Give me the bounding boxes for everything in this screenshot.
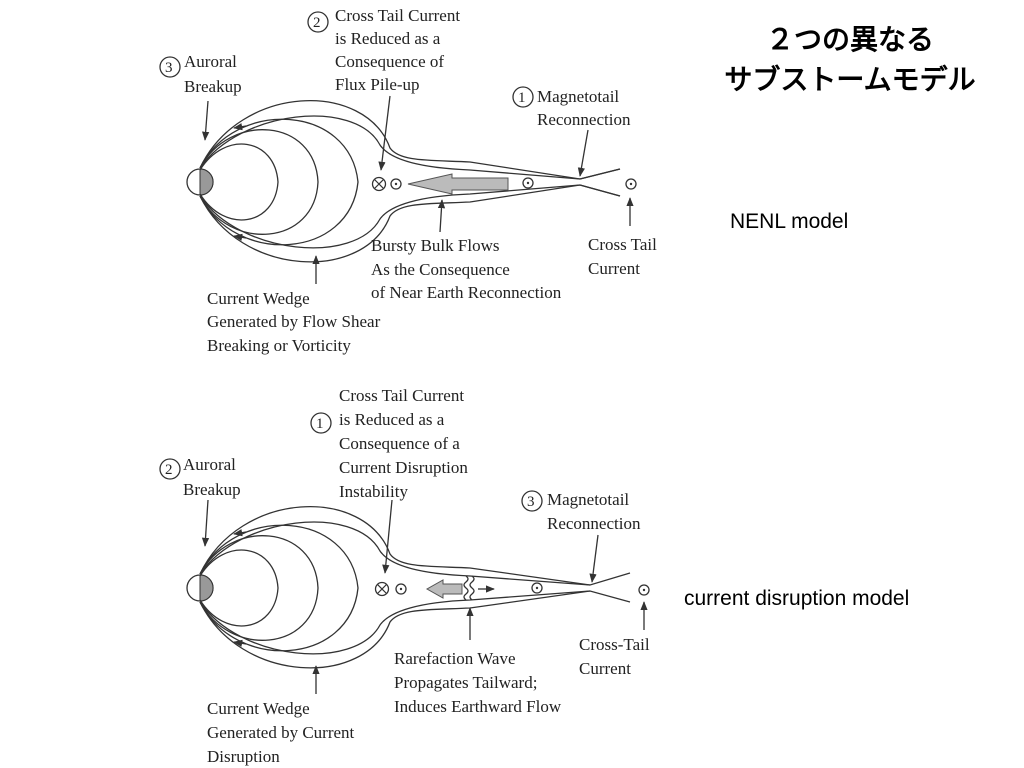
step-1-badge — [310, 412, 332, 434]
slide-title: ２つの異なる サブストームモデル — [700, 20, 1000, 100]
current-out-of-page-icon — [390, 177, 637, 190]
cross-tail-current-label: Cross Tail Current — [588, 235, 661, 278]
cross-tail-reduced-pointer — [378, 95, 391, 171]
step-2-number: 2 — [165, 462, 173, 478]
step-3-number: 3 — [165, 60, 173, 76]
cross-tail-reduced-label: Cross Tail Current is Reduced as a Conse… — [339, 386, 472, 501]
title-line-1: ２つの異なる — [765, 23, 934, 56]
step-2-badge — [307, 11, 329, 33]
field-lines — [199, 100, 621, 263]
current-disruption-model-label: current disruption model — [684, 587, 910, 610]
field-line-arrow-icon — [233, 639, 247, 647]
earth-icon — [186, 574, 214, 602]
earthward-flow-arrow-icon — [425, 579, 463, 599]
auroral-breakup-pointer — [201, 100, 210, 141]
current-wedge-label: Current Wedge Generated by Current Disru… — [207, 699, 359, 766]
step-3-badge — [159, 56, 181, 78]
magnetotail-reconnection-label: Magnetotail Reconnection — [547, 490, 641, 533]
earth-icon — [186, 168, 214, 196]
cross-tail-current-into-page-icon — [371, 176, 387, 192]
current-disruption-diagram: 1 2 3 Cross Tail Current is Reduced as a… — [159, 386, 654, 766]
field-line-arrow-icon — [233, 233, 247, 241]
magnetotail-reconnection-label: Magnetotail Reconnection — [537, 87, 631, 129]
auroral-breakup-pointer — [201, 499, 210, 547]
step-3-number: 3 — [527, 494, 535, 510]
earthward-flow-arrow-icon — [407, 173, 509, 195]
cross-tail-current-label: Cross-Tail Current — [579, 635, 654, 678]
current-out-of-page-icon — [395, 582, 650, 596]
rarefaction-wave-icon — [463, 575, 495, 601]
auroral-breakup-label: Auroral Breakup — [184, 52, 242, 96]
cross-tail-current-into-page-icon — [374, 581, 390, 597]
field-lines — [199, 506, 631, 669]
field-line-arrow-icon — [233, 123, 247, 131]
current-wedge-label: Current Wedge Generated by Flow Shear Br… — [207, 289, 385, 355]
step-1-number: 1 — [316, 416, 324, 432]
step-2-number: 2 — [313, 15, 321, 31]
cross-tail-reduced-pointer — [382, 499, 393, 574]
reconnection-pointer — [577, 129, 589, 177]
nenl-model-label: NENL model — [730, 210, 849, 233]
step-1-number: 1 — [518, 90, 526, 106]
step-3-badge — [521, 490, 543, 512]
reconnection-pointer — [589, 534, 599, 583]
cross-tail-reduced-label: Cross Tail Current is Reduced as a Conse… — [335, 6, 464, 94]
step-2-badge — [159, 458, 181, 480]
bursty-bulk-flows-pointer — [437, 199, 446, 233]
field-line-arrow-icon — [233, 529, 247, 537]
nenl-diagram: 2 3 1 Cross Tail Current is Reduced as a… — [159, 6, 661, 355]
title-line-2: サブストームモデル — [724, 63, 976, 96]
bursty-bulk-flows-label: Bursty Bulk Flows As the Consequence of … — [371, 236, 562, 302]
step-1-badge — [512, 86, 534, 108]
auroral-breakup-label: Auroral Breakup — [183, 455, 241, 499]
rarefaction-wave-label: Rarefaction Wave Propagates Tailward; In… — [394, 649, 562, 716]
